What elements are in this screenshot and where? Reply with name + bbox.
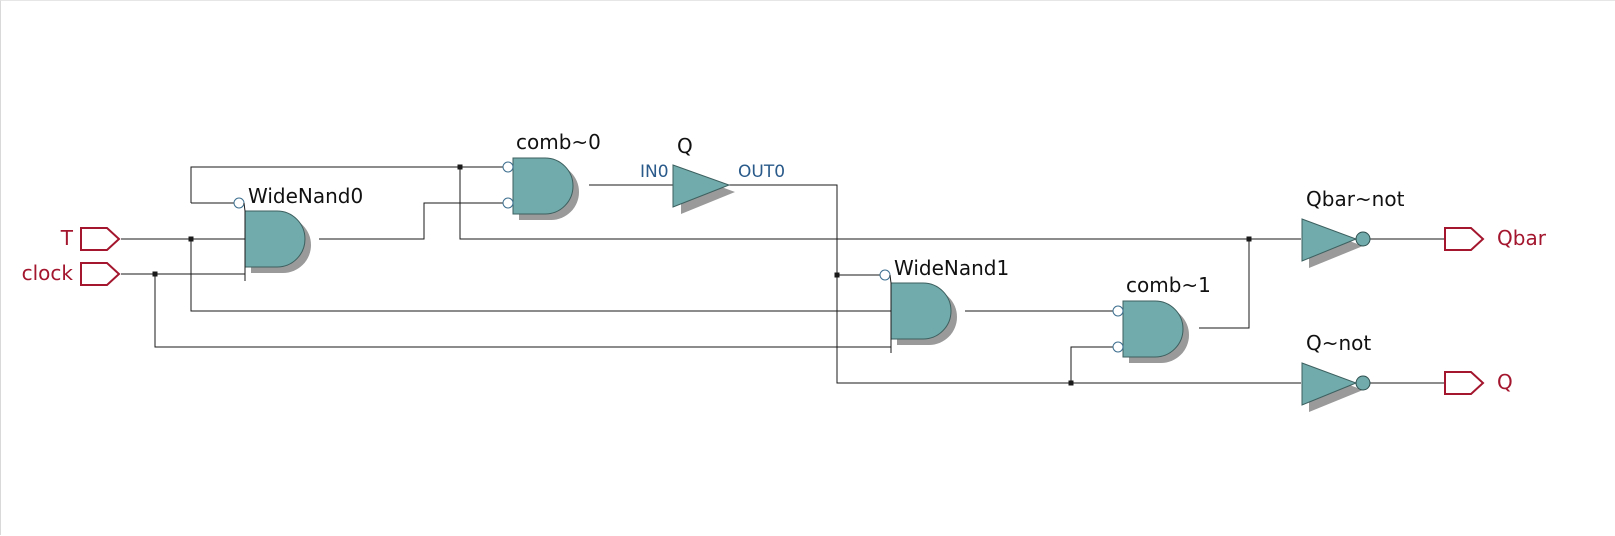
- buffer-q[interactable]: Q IN0 OUT0: [640, 134, 785, 214]
- inverter-qbar-not[interactable]: Qbar~not: [1301, 187, 1405, 268]
- wire-comb1-out[interactable]: [1199, 239, 1250, 329]
- wire-clock-down-to-widenand1[interactable]: [154, 274, 891, 348]
- junction-t: [188, 236, 194, 242]
- comb1-input-bubble-top: [1112, 305, 1124, 317]
- output-label-qbar: Qbar: [1497, 226, 1547, 250]
- comb0-input-bubble-top: [502, 161, 514, 173]
- input-port-t-shape: [80, 227, 121, 251]
- qbar-not-output-bubble: [1355, 231, 1371, 247]
- gate-comb1[interactable]: comb~1: [1112, 273, 1211, 363]
- pin-out0-label: OUT0: [738, 162, 785, 182]
- comb1-input-bubble-bottom: [1112, 341, 1124, 353]
- comb1-label: comb~1: [1126, 273, 1211, 297]
- wire-comb1-lower-in[interactable]: [1070, 346, 1113, 383]
- widenand0-label: WideNand0: [248, 184, 363, 208]
- q-not-label: Q~not: [1306, 331, 1371, 355]
- wire-widenand0-out[interactable]: [319, 202, 503, 240]
- qbar-not-label: Qbar~not: [1306, 187, 1405, 211]
- wire-qbar-net-main[interactable]: [459, 167, 1301, 240]
- pin-in0-label: IN0: [640, 162, 669, 182]
- output-label-q: Q: [1497, 370, 1513, 394]
- gate-widenand0[interactable]: WideNand0: [233, 184, 363, 281]
- comb0-input-bubble-bottom: [502, 197, 514, 209]
- widenand1-invert-bubble: [879, 269, 891, 281]
- comb0-label: comb~0: [516, 130, 601, 154]
- input-port-clock[interactable]: clock: [22, 261, 121, 286]
- input-label-clock: clock: [22, 261, 74, 285]
- junction-clock: [152, 271, 158, 277]
- input-label-t: T: [60, 226, 74, 250]
- gate-widenand1[interactable]: WideNand1: [879, 256, 1009, 353]
- junctions: [152, 164, 1252, 386]
- wire-t-down-to-widenand1[interactable]: [190, 239, 891, 312]
- output-port-q-shape: [1444, 371, 1485, 395]
- q-buffer-label: Q: [677, 134, 693, 158]
- output-port-qbar[interactable]: Qbar: [1444, 226, 1547, 251]
- widenand1-label: WideNand1: [894, 256, 1009, 280]
- junction-q-net: [834, 272, 840, 278]
- wire-q-out-net[interactable]: [729, 184, 1301, 384]
- junction-q-lower: [1068, 380, 1074, 386]
- inverter-q-not[interactable]: Q~not: [1301, 331, 1371, 412]
- q-not-output-bubble: [1355, 375, 1371, 391]
- wire-qbar-feedback[interactable]: [190, 166, 503, 203]
- input-port-t[interactable]: T: [60, 226, 121, 251]
- junction-qbar-right: [1246, 236, 1252, 242]
- junction-qbar-top: [457, 164, 463, 170]
- widenand0-invert-bubble: [233, 197, 245, 209]
- output-port-q[interactable]: Q: [1444, 370, 1513, 395]
- input-port-clock-shape: [80, 262, 121, 286]
- gate-comb0[interactable]: comb~0: [502, 130, 601, 220]
- output-port-qbar-shape: [1444, 227, 1485, 251]
